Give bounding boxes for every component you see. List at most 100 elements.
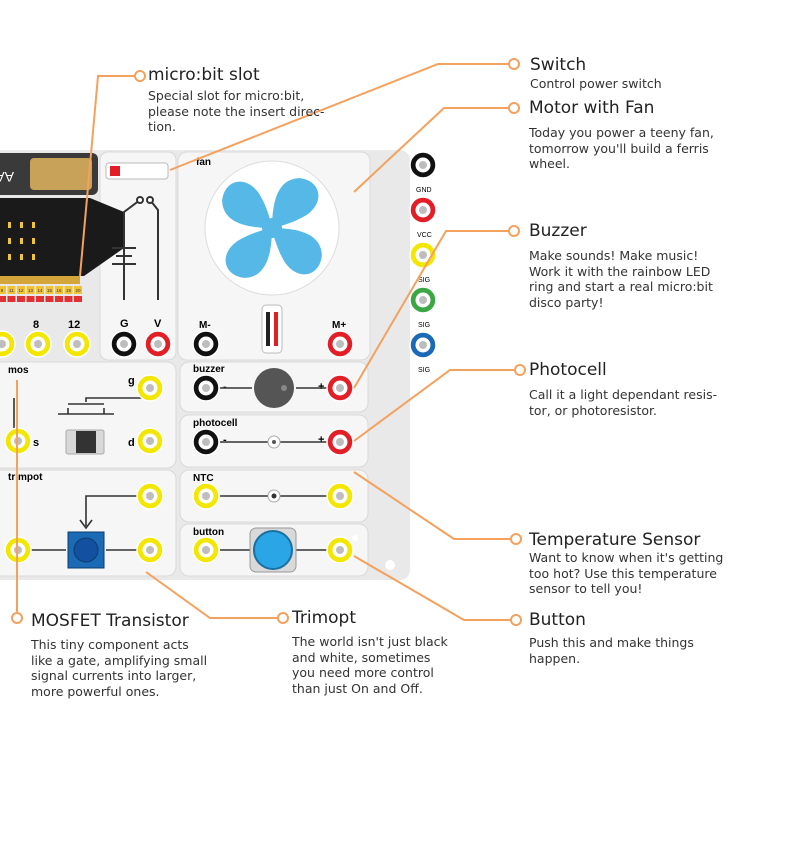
callout-title: Buzzer [529, 221, 587, 241]
header-pin [36, 286, 44, 294]
push-button-cap [253, 530, 293, 570]
mos-schematic [13, 388, 151, 440]
label-buzzer: buzzer [193, 364, 225, 375]
header-pin-label: 20 [75, 288, 81, 293]
label-mos-d: d [128, 437, 135, 449]
callout-mosfet: MOSFET Transistor This tiny component ac… [31, 611, 261, 699]
callout-desc: Special slot for micro:bit, please note … [148, 88, 325, 134]
callout-photocell: Photocell Call it a light dependant resi… [529, 360, 779, 418]
fan-blade [272, 178, 319, 228]
label-mos-s: s [33, 437, 39, 449]
header-pin-label: 13 [28, 288, 34, 293]
callout-title: Trimopt [292, 608, 357, 628]
photocell-plus: + [318, 434, 324, 446]
callout-desc: Control power switch [530, 76, 662, 91]
callout-buzzer: Buzzer Make sounds! Make music! Work it … [529, 221, 779, 310]
callout-desc: Want to know when it's getting too hot? … [529, 550, 724, 596]
label-pin-8: 8 [33, 319, 39, 331]
trimpot-wiper [85, 495, 150, 526]
callout-title: Motor with Fan [529, 98, 655, 118]
label-mos-g: g [128, 375, 135, 387]
header-pin-label: 9 [1, 288, 4, 293]
header-pin-power [7, 296, 16, 302]
callout-desc: Make sounds! Make music! Work it with th… [529, 248, 713, 310]
header-pin-power [17, 296, 25, 302]
callout-title: MOSFET Transistor [31, 611, 189, 631]
header-pin-power [36, 296, 44, 302]
header-pin-label: 14 [37, 288, 43, 293]
header-pin-label: 12 [18, 288, 24, 293]
microbit-leds [8, 222, 35, 260]
callout-desc: The world isn't just black and white, so… [292, 634, 448, 696]
callout-motor-fan: Motor with Fan Today you power a teeny f… [529, 98, 779, 172]
callout-title: Switch [530, 55, 587, 75]
label-gnd: GND [416, 187, 432, 194]
header-pin-label: 16 [56, 288, 62, 293]
label-v: V [154, 318, 162, 330]
callout-microbit-slot: micro:bit slot Special slot for micro:bi… [148, 65, 348, 135]
header-pin-power [0, 296, 6, 302]
label-g: G [120, 318, 129, 330]
header-pin-label: 15 [47, 288, 53, 293]
label-photocell: photocell [193, 418, 238, 429]
mount-hole [352, 535, 358, 541]
battery-cap [30, 158, 92, 190]
label-trimpot: trimpot [8, 472, 43, 483]
mos-panel [0, 361, 177, 469]
switch-schematic [112, 199, 159, 300]
header-pin-power [74, 296, 82, 302]
callout-desc: Push this and make things happen. [529, 635, 694, 666]
buzzer-minus: - [223, 381, 227, 393]
callout-desc: This tiny component acts like a gate, am… [31, 637, 208, 699]
label-button: button [193, 527, 224, 538]
leader-endpoints [11, 58, 526, 626]
header-pin [26, 286, 35, 294]
motor [261, 304, 283, 354]
label-sig-3: SIG [418, 367, 430, 374]
header-pin-power [26, 296, 35, 302]
label-ntc: NTC [193, 473, 214, 484]
callout-desc: Today you power a teeny fan, tomorrow yo… [529, 125, 714, 171]
label-m-plus: M+ [332, 320, 346, 331]
label-fan: fan [196, 157, 211, 168]
header-pin [7, 286, 16, 294]
power-switch-knob [110, 166, 120, 176]
callout-title: Temperature Sensor [529, 530, 701, 550]
label-sig-2: SIG [418, 322, 430, 329]
callout-switch: Switch Control power switch [530, 55, 770, 92]
header-pin [74, 286, 82, 294]
fan-blade [272, 228, 322, 275]
fan-hub [262, 218, 282, 238]
label-m-minus: M- [199, 320, 211, 331]
header-pin-power [55, 296, 63, 302]
sockets [0, 151, 437, 564]
callout-trimopt: Trimopt The world isn't just black and w… [292, 608, 512, 696]
header-pin [55, 286, 63, 294]
header-pin [0, 286, 6, 294]
fan-blades [222, 178, 322, 278]
header-pin [45, 286, 54, 294]
mount-hole [385, 560, 395, 570]
label-sig-1: SIG [418, 277, 430, 284]
callout-title: Photocell [529, 360, 607, 380]
header-pin-label: 11 [9, 288, 14, 293]
power-switch [105, 162, 169, 180]
header-pin [17, 286, 25, 294]
label-pin-12: 12 [68, 319, 80, 331]
battery-label: AA [0, 169, 14, 185]
callout-desc: Call it a light dependant resis- tor, or… [529, 387, 718, 418]
header-pin-label: 19 [66, 288, 72, 293]
fan-blade [222, 181, 272, 229]
label-vcc: VCC [417, 232, 432, 239]
header-pin-power [64, 296, 73, 302]
callout-title: micro:bit slot [148, 65, 260, 85]
microbit [0, 198, 124, 276]
callout-title: Button [529, 610, 586, 630]
header-pin-power [45, 296, 54, 302]
callout-button: Button Push this and make things happen. [529, 610, 779, 666]
label-mos: mos [8, 365, 29, 376]
leader-lines [16, 63, 516, 621]
microbit-edge [0, 276, 80, 284]
